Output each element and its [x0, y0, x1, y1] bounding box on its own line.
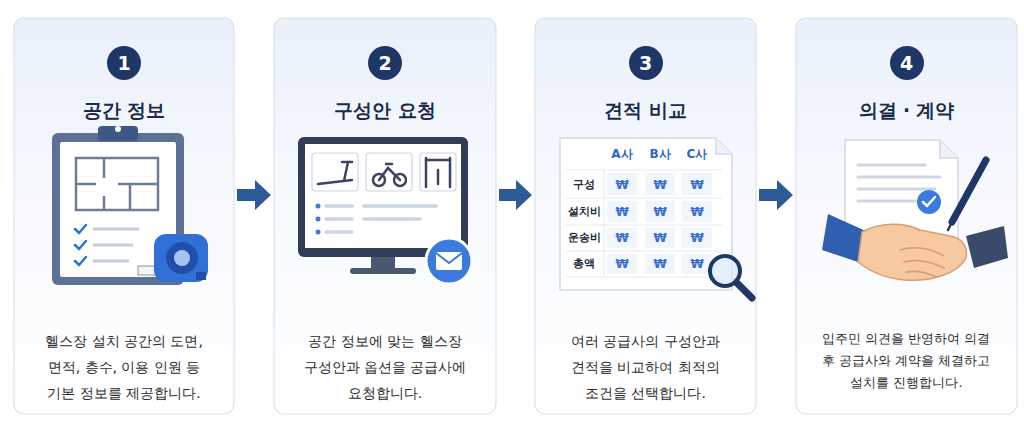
price-cell: ₩	[653, 205, 666, 219]
flow-arrow	[499, 180, 532, 210]
quote-table-illustration	[560, 138, 752, 298]
step-title: 구성안 요청	[274, 98, 496, 124]
step-number-circle: 4	[890, 46, 924, 80]
step-title: 견적 비교	[535, 98, 756, 124]
step-number: 2	[378, 52, 391, 74]
price-cell: ₩	[653, 231, 666, 245]
price-cell: ₩	[690, 205, 703, 219]
flow-arrow	[759, 180, 793, 210]
step-number: 1	[117, 52, 130, 74]
price-cell: ₩	[615, 231, 628, 245]
cost-row-label: 구성	[573, 178, 595, 192]
price-cell: ₩	[615, 257, 628, 271]
step-number: 4	[900, 52, 913, 74]
step-number-circle: 2	[368, 46, 402, 80]
price-cell: ₩	[653, 178, 666, 192]
supplier-header: C사	[687, 147, 708, 161]
step-card: 구성안 요청공간 정보에 맞는 헬스장 구성안과 옵션을 공급사에 요청합니다.…	[274, 18, 496, 414]
price-cell: ₩	[690, 231, 703, 245]
flow-arrow	[237, 180, 271, 210]
clipboard-illustration	[52, 126, 208, 285]
cost-row-label: 설치비	[568, 205, 601, 219]
step-description: 입주민 의견을 반영하여 의결 후 공급사와 계약을 체결하고 설치를 진행합니…	[817, 328, 997, 394]
step-title: 의결 · 계약	[796, 98, 1017, 124]
step-title: 공간 정보	[14, 98, 234, 124]
step-number: 3	[639, 52, 652, 74]
price-cell: ₩	[653, 257, 666, 271]
supplier-header: B사	[649, 147, 670, 161]
price-cell: ₩	[615, 178, 628, 192]
step-description: 공간 정보에 맞는 헬스장 구성안과 옵션을 공급사에 요청합니다.	[300, 328, 470, 406]
cost-row-label: 운송비	[568, 231, 601, 245]
step-card: 공간 정보헬스장 설치 공간의 도면, 면적, 층수, 이용 인원 등 기본 정…	[14, 18, 234, 414]
card-grounds	[14, 18, 1017, 414]
price-cell: ₩	[690, 178, 703, 192]
price-cell: ₩	[690, 257, 703, 271]
step-number-circle: 3	[629, 46, 663, 80]
step-card: 의결 · 계약입주민 의견을 반영하여 의결 후 공급사와 계약을 체결하고 설…	[796, 18, 1017, 414]
supplier-header: A사	[611, 147, 632, 161]
contract-illustration	[822, 140, 1008, 280]
step-number-circle: 1	[107, 46, 141, 80]
monitor-illustration	[298, 137, 472, 284]
step-description: 헬스장 설치 공간의 도면, 면적, 층수, 이용 인원 등 기본 정보를 제공…	[33, 328, 215, 406]
step-description: 여러 공급사의 구성안과 견적을 비교하여 최적의 조건을 선택합니다.	[563, 328, 729, 406]
price-cell: ₩	[615, 205, 628, 219]
cost-row-label: 총액	[573, 257, 595, 271]
